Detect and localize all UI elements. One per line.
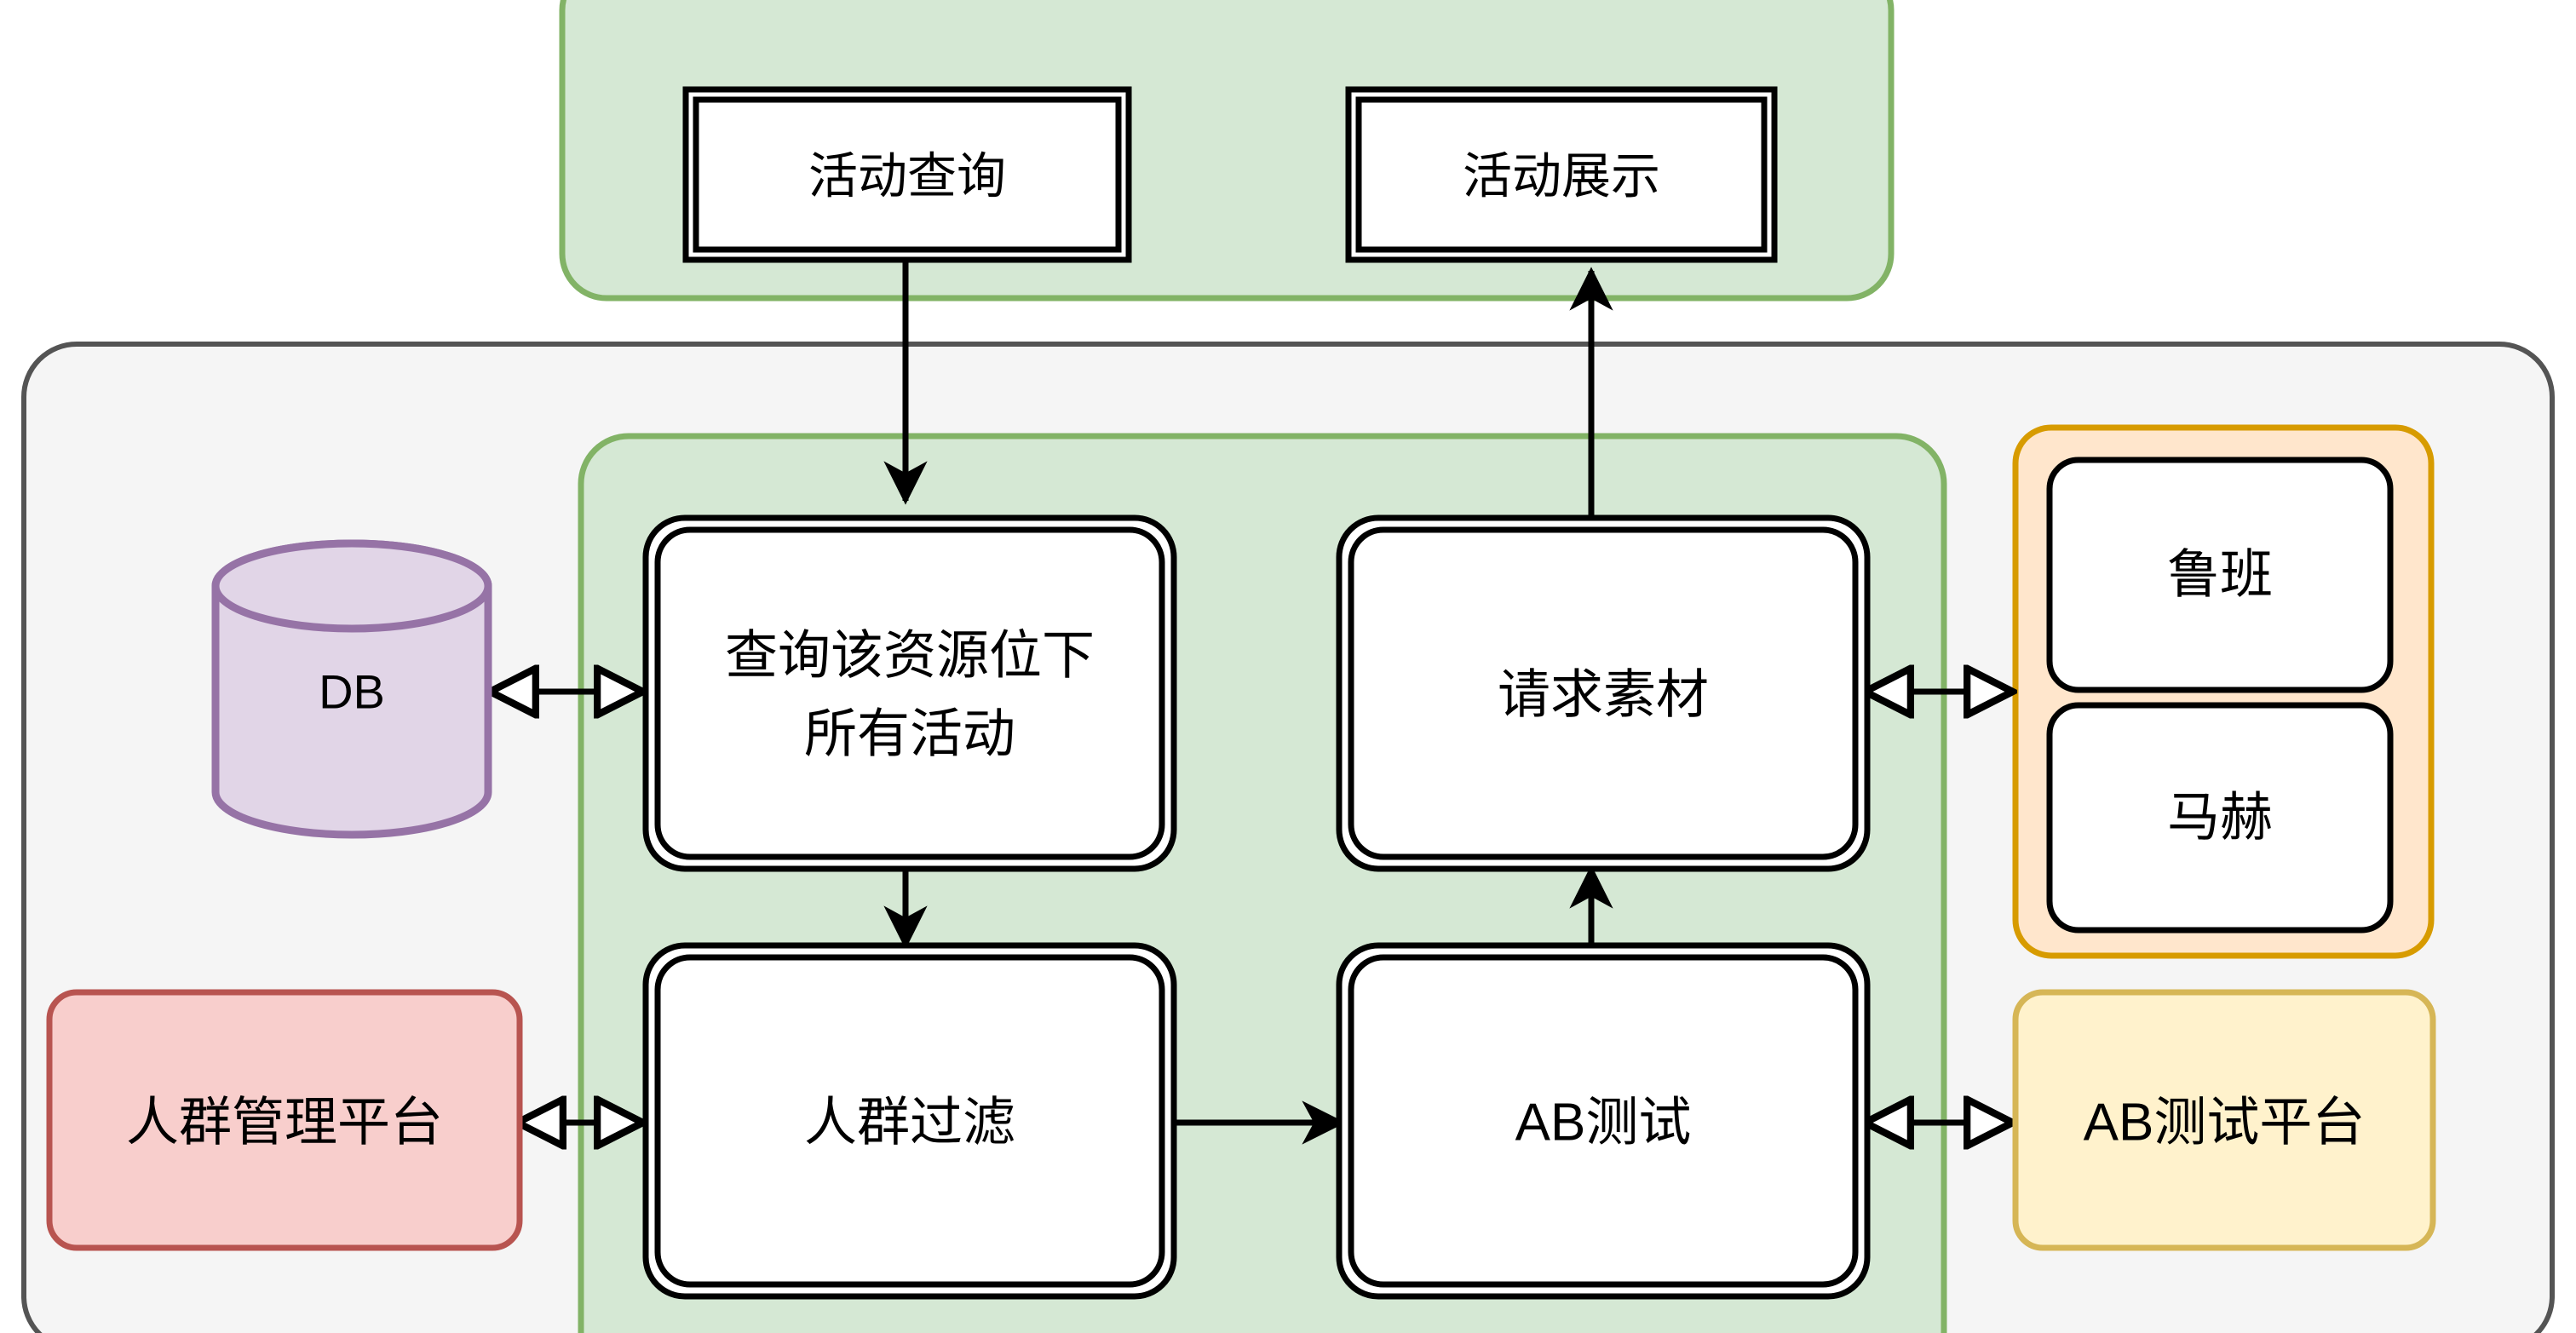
- query-all-activities-label-line1: 查询该资源位下: [725, 627, 1095, 686]
- activity-display-label: 活动展示: [1463, 149, 1660, 204]
- activity-query-inner-border: [693, 96, 1122, 253]
- ab-test-node[interactable]: AB测试: [1336, 942, 1871, 1300]
- ab-test-label: AB测试: [1515, 1094, 1692, 1152]
- crowd-management-platform-label: 人群管理平台: [126, 1094, 443, 1152]
- request-material-node[interactable]: 请求素材: [1336, 514, 1871, 872]
- luban-label: 鲁班: [2167, 546, 2273, 605]
- crowd-filter-node[interactable]: 人群过滤: [642, 942, 1177, 1300]
- query-all-activities-inner-border: [654, 526, 1165, 860]
- activity-display-inner-border: [1355, 96, 1768, 253]
- ab-test-platform-node[interactable]: AB测试平台: [2012, 989, 2436, 1251]
- ab-test-inner-border: [1348, 954, 1859, 1288]
- query-all-activities-node[interactable]: 查询该资源位下 所有活动: [642, 514, 1177, 872]
- mach-rect: [2046, 702, 2394, 934]
- ab-test-platform-rect: [2012, 989, 2436, 1251]
- db-label: DB: [319, 665, 385, 719]
- activity-query-node[interactable]: 活动查询: [682, 86, 1132, 263]
- request-material-label: 请求素材: [1498, 666, 1709, 725]
- crowd-management-platform-rect: [46, 989, 523, 1251]
- luban-node[interactable]: 鲁班: [2046, 457, 2394, 693]
- request-material-inner-border: [1348, 526, 1859, 860]
- query-all-activities-label-line2: 所有活动: [804, 705, 1015, 764]
- activity-display-node[interactable]: 活动展示: [1345, 86, 1778, 263]
- mach-node[interactable]: 马赫: [2046, 702, 2394, 934]
- crowd-filter-inner-border: [654, 954, 1165, 1288]
- db-cylinder-top: [211, 539, 492, 633]
- crowd-filter-label: 人群过滤: [804, 1094, 1015, 1152]
- database-cylinder-node[interactable]: DB: [211, 539, 492, 839]
- activity-query-label: 活动查询: [808, 149, 1006, 204]
- luban-rect: [2046, 457, 2394, 693]
- mach-label: 马赫: [2167, 789, 2273, 847]
- crowd-management-platform-node[interactable]: 人群管理平台: [46, 989, 523, 1251]
- ab-test-platform-label: AB测试平台: [2084, 1094, 2366, 1152]
